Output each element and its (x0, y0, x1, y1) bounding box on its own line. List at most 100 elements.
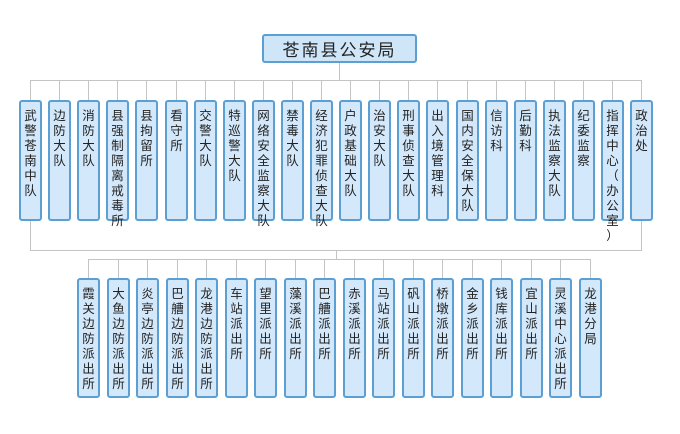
department-drop-line (408, 80, 409, 100)
unit-label: 大鱼边防派出所 (112, 286, 125, 391)
unit-label: 国内安全保大队 (461, 108, 474, 213)
department-node: 网络安全监察大队 (252, 100, 275, 228)
department-node: 执法监察大队 (543, 100, 566, 221)
department-node: 消防大队 (77, 100, 100, 221)
root-node-label: 苍南县公安局 (282, 41, 397, 61)
station-drop-line (531, 259, 532, 278)
unit-label: 灵溪中心派出所 (554, 286, 567, 391)
unit-label: 武警苍南中队 (24, 108, 37, 198)
unit-label: 网络安全监察大队 (257, 108, 270, 228)
unit-label: 车站派出所 (230, 286, 243, 361)
stations-feed-line (336, 250, 337, 259)
station-drop-line (147, 259, 148, 278)
unit-label: 消防大队 (82, 108, 95, 168)
unit-label: 桥墩派出所 (436, 286, 449, 361)
department-node: 户政基础大队 (339, 100, 362, 221)
department-node: 交警大队 (194, 100, 217, 221)
department-drop-line (379, 80, 380, 100)
station-drop-line (118, 259, 119, 278)
unit-label: 出入境管理科 (431, 108, 444, 198)
right-return-line (641, 221, 642, 250)
station-drop-line (354, 259, 355, 278)
department-node: 县拘留所 (135, 100, 158, 221)
department-drop-line (612, 80, 613, 100)
station-node: 灵溪中心派出所 (549, 278, 572, 398)
station-drop-line (413, 259, 414, 278)
station-node: 车站派出所 (225, 278, 248, 398)
unit-label: 宜山派出所 (525, 286, 538, 361)
unit-label: 禁毒大队 (286, 108, 299, 168)
department-drop-line (59, 80, 60, 100)
department-node: 刑事侦查大队 (397, 100, 420, 221)
department-drop-line (554, 80, 555, 100)
station-node: 巴艚派出所 (313, 278, 336, 398)
station-drop-line (206, 259, 207, 278)
department-drop-line (176, 80, 177, 100)
station-node: 矾山派出所 (402, 278, 425, 398)
unit-label: 龙港边防派出所 (200, 286, 213, 391)
department-node: 边防大队 (48, 100, 71, 221)
station-drop-line (590, 259, 591, 278)
unit-label: 后勤科 (519, 108, 532, 153)
station-node: 霞关边防派出所 (77, 278, 100, 398)
station-drop-line (177, 259, 178, 278)
station-drop-line (560, 259, 561, 278)
root-node-county-police-bureau: 苍南县公安局 (262, 34, 417, 63)
unit-label: 纪委监察 (577, 108, 590, 168)
station-node: 赤溪派出所 (343, 278, 366, 398)
station-drop-line (324, 259, 325, 278)
department-drop-line (292, 80, 293, 100)
station-drop-line (383, 259, 384, 278)
department-bus-line (30, 80, 642, 81)
station-drop-line (265, 259, 266, 278)
unit-label: 边防大队 (53, 108, 66, 168)
station-node: 桥墩派出所 (431, 278, 454, 398)
station-node: 望里派出所 (254, 278, 277, 398)
department-drop-line (583, 80, 584, 100)
unit-label: 政治处 (635, 108, 648, 153)
department-drop-line (496, 80, 497, 100)
unit-label: 巴艚边防派出所 (171, 286, 184, 391)
unit-label: 特巡警大队 (228, 108, 241, 183)
department-node: 武警苍南中队 (19, 100, 42, 221)
station-node: 钱库派出所 (490, 278, 513, 398)
department-drop-line (467, 80, 468, 100)
department-drop-line (263, 80, 264, 100)
station-drop-line (236, 259, 237, 278)
unit-label: 户政基础大队 (344, 108, 357, 198)
unit-label: 执法监察大队 (548, 108, 561, 198)
department-node: 政治处 (630, 100, 653, 221)
department-node: 特巡警大队 (223, 100, 246, 221)
station-node: 马站派出所 (372, 278, 395, 398)
department-drop-line (88, 80, 89, 100)
root-connector (339, 63, 340, 80)
unit-label: 马站派出所 (377, 286, 390, 361)
unit-label: 巴艚派出所 (318, 286, 331, 361)
department-node: 出入境管理科 (426, 100, 449, 221)
unit-label: 矾山派出所 (407, 286, 420, 361)
unit-label: 金乡派出所 (466, 286, 479, 361)
department-node: 县强制隔离戒毒所 (106, 100, 129, 228)
left-return-line (30, 221, 31, 250)
station-node: 龙港分局 (579, 278, 602, 398)
station-node: 藻溪派出所 (284, 278, 307, 398)
station-drop-line (472, 259, 473, 278)
department-node: 经济犯罪侦查大队 (310, 100, 333, 228)
unit-label: 经济犯罪侦查大队 (315, 108, 328, 228)
department-drop-line (30, 80, 31, 100)
department-drop-line (234, 80, 235, 100)
station-drop-line (295, 259, 296, 278)
unit-label: 信访科 (490, 108, 503, 153)
station-node: 金乡派出所 (461, 278, 484, 398)
department-drop-line (321, 80, 322, 100)
department-node: 指挥中心（办公室） (601, 100, 624, 243)
station-node: 炎亭边防派出所 (136, 278, 159, 398)
station-node: 龙港边防派出所 (195, 278, 218, 398)
unit-label: 刑事侦查大队 (402, 108, 415, 198)
department-node: 纪委监察 (572, 100, 595, 221)
station-drop-line (88, 259, 89, 278)
station-node: 宜山派出所 (520, 278, 543, 398)
department-node: 国内安全保大队 (456, 100, 479, 221)
station-drop-line (501, 259, 502, 278)
unit-label: 指挥中心（办公室） (606, 108, 619, 243)
